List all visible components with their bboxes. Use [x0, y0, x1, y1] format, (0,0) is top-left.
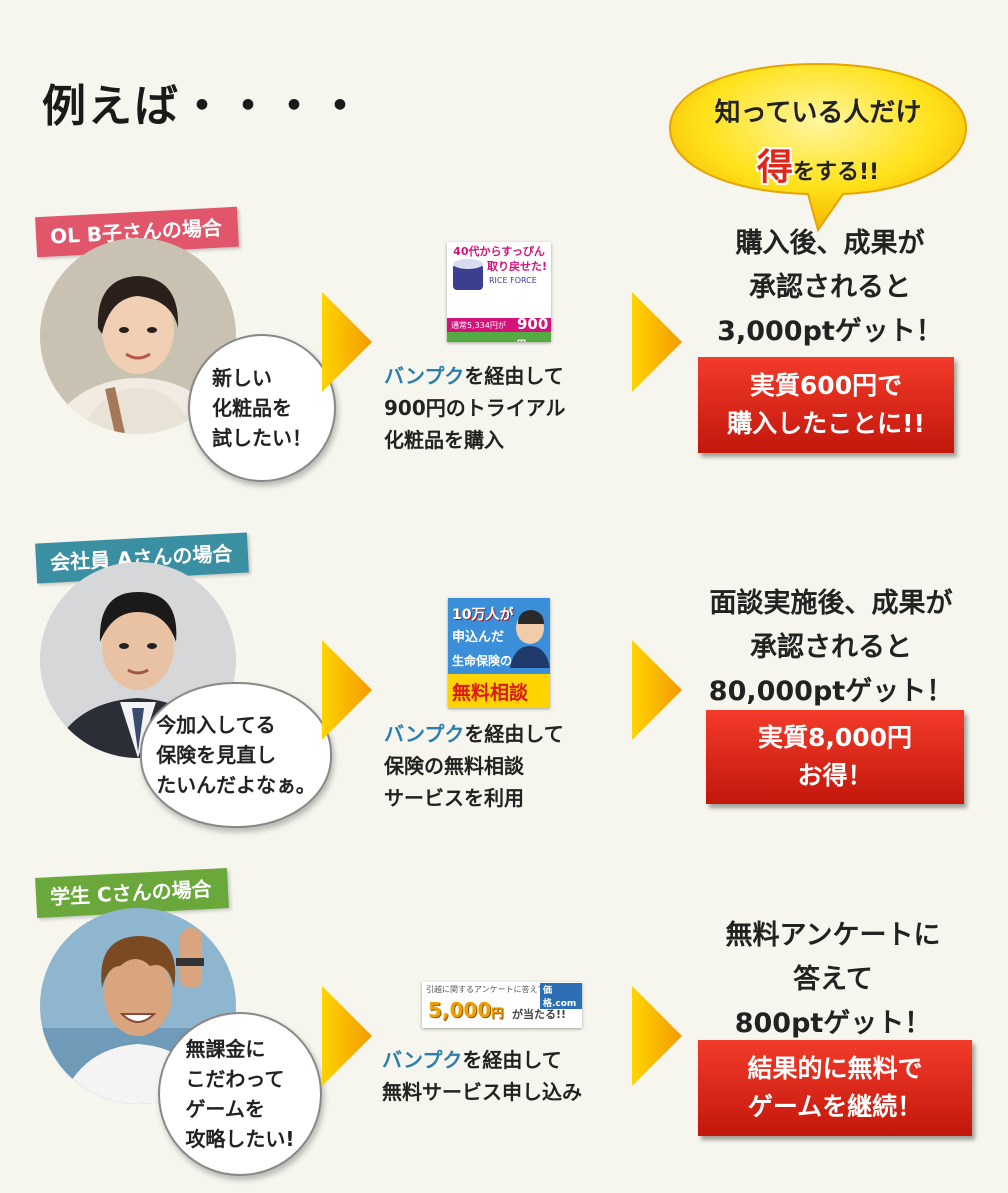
desc-line2: 無料サービス申し込み	[382, 1080, 582, 1104]
product-brand: RICE FORCE	[489, 276, 537, 285]
product-banner-insurance: 10万人が 申込んだ 生命保険の 無料相談	[448, 598, 550, 708]
amount-value: 5,000	[428, 998, 492, 1022]
highlight-box-student: 結果的に無料で ゲームを継続！	[698, 1040, 972, 1136]
desc-line2: 900円のトライアル	[384, 396, 566, 420]
speech-bubble-employee: 今加入してる 保険を見直し たいんだよなぁ。	[140, 682, 332, 828]
speech-text: 今加入してる 保険を見直し たいんだよなぁ。	[156, 713, 316, 797]
callout-line1: 知っている人だけ	[714, 98, 922, 128]
product-line3: 生命保険の	[452, 654, 513, 668]
brand-name: バンプク	[382, 1048, 463, 1072]
product-line2: 申込んだ	[452, 630, 505, 645]
brand-name: バンプク	[384, 364, 465, 388]
highlight-box-ol: 実質600円で 購入したことに!!	[698, 357, 954, 453]
insurance-advisor-icon	[448, 598, 550, 708]
product-line2: 取り戻せた!	[487, 260, 548, 273]
price-value: 900	[517, 315, 549, 333]
callout-line2: 得をする!!	[668, 138, 968, 190]
desc-line1: を経由して	[464, 722, 564, 746]
product-banner-survey: 引越に関するアンケートに答えて 価格.com 5,000円 が当たる!!	[422, 982, 582, 1028]
speech-text: 新しい 化粧品を 試したい！	[212, 366, 312, 450]
avatar-ol	[40, 238, 236, 434]
cloud-shape	[668, 62, 968, 232]
highlight-text: 結果的に無料で ゲームを継続！	[747, 1054, 923, 1121]
price-unit: 円	[517, 340, 526, 342]
product-line4: 無料相談	[452, 682, 529, 704]
product-line1: 40代からすっぴん	[453, 245, 545, 258]
callout-cloud: 知っている人だけ 得をする!!	[668, 62, 968, 232]
arrow-right-icon	[632, 292, 682, 392]
desc-line3: 化粧品を購入	[384, 428, 504, 452]
brand-name: バンプク	[384, 722, 465, 746]
arrow-right-icon	[632, 986, 682, 1086]
product-rest: が当たる!!	[512, 1008, 567, 1021]
speech-text: 無課金に こだわって ゲームを 攻略したい!	[185, 1037, 295, 1151]
arrow-right-icon	[322, 986, 372, 1086]
desc-line1: を経由して	[464, 364, 564, 388]
description-student: バンプクを経由して 無料サービス申し込み	[382, 1044, 582, 1108]
highlight-box-employee: 実質8,000円 お得！	[706, 710, 964, 804]
arrow-right-icon	[632, 640, 682, 740]
description-employee: バンプクを経由して 保険の無料相談 サービスを利用	[384, 718, 564, 814]
highlight-text: 実質600円で 購入したことに!!	[727, 371, 925, 438]
desc-line1: を経由して	[462, 1048, 562, 1072]
tag-label: 学生 Cさんの場合	[49, 876, 213, 910]
woman-photo	[40, 238, 236, 434]
description-ol: バンプクを経由して 900円のトライアル 化粧品を購入	[384, 360, 566, 456]
product-line1: 10万人が	[452, 607, 514, 623]
product-line1: 引越に関するアンケートに答えて	[426, 985, 546, 994]
result-text-employee: 面談実施後、成果が 承認されると 80,000ptゲット！	[708, 588, 954, 707]
speech-bubble-student: 無課金に こだわって ゲームを 攻略したい!	[158, 1012, 322, 1176]
page-title: 例えば・・・・	[42, 81, 364, 132]
result-text-ol: 購入後、成果が 承認されると 3,000ptゲット！	[717, 228, 943, 347]
highlight-text: 実質8,000円 お得！	[757, 723, 913, 790]
desc-line3: サービスを利用	[384, 786, 524, 810]
arrow-right-icon	[322, 292, 372, 392]
product-amount: 5,000円	[428, 998, 503, 1022]
product-banner-cosmetics: 40代からすっぴん 取り戻せた! RICE FORCE 通常5,334円が 90…	[447, 242, 551, 342]
amount-unit: 円	[491, 1006, 504, 1020]
product-line3: 通常5,334円が	[451, 321, 506, 330]
speech-bubble-ol: 新しい 化粧品を 試したい！	[188, 334, 336, 482]
callout-big-char: 得	[756, 147, 793, 188]
arrow-right-icon	[322, 640, 372, 740]
product-price: 900 円	[517, 315, 551, 342]
product-site: 価格.com	[540, 983, 582, 1009]
cosmetics-jar-icon	[447, 242, 551, 342]
result-text-student: 無料アンケートに 答えて 800ptゲット！	[725, 920, 941, 1039]
callout-rest: をする!!	[792, 160, 880, 185]
desc-line2: 保険の無料相談	[384, 754, 524, 778]
